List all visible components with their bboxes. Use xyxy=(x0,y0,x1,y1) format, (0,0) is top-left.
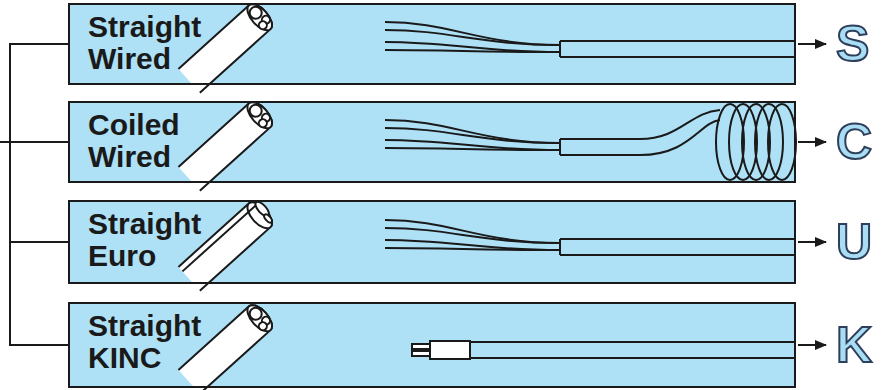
cable-type-name: Straight Wired xyxy=(88,11,228,75)
code-letter: S xyxy=(836,16,869,72)
cable-type-name: Straight KINC xyxy=(88,310,228,374)
cable-type-box: Straight Euro xyxy=(68,200,796,284)
cable-type-box: Straight KINC xyxy=(68,302,796,388)
code-letter: U xyxy=(836,214,872,270)
cable-type-name: Coiled Wired xyxy=(88,109,228,173)
cable-type-box: Straight Wired xyxy=(68,3,796,85)
code-letter: K xyxy=(836,317,872,373)
code-letter: C xyxy=(836,114,872,170)
cable-type-name: Straight Euro xyxy=(88,208,228,272)
cable-type-box: Coiled Wired xyxy=(68,101,796,183)
